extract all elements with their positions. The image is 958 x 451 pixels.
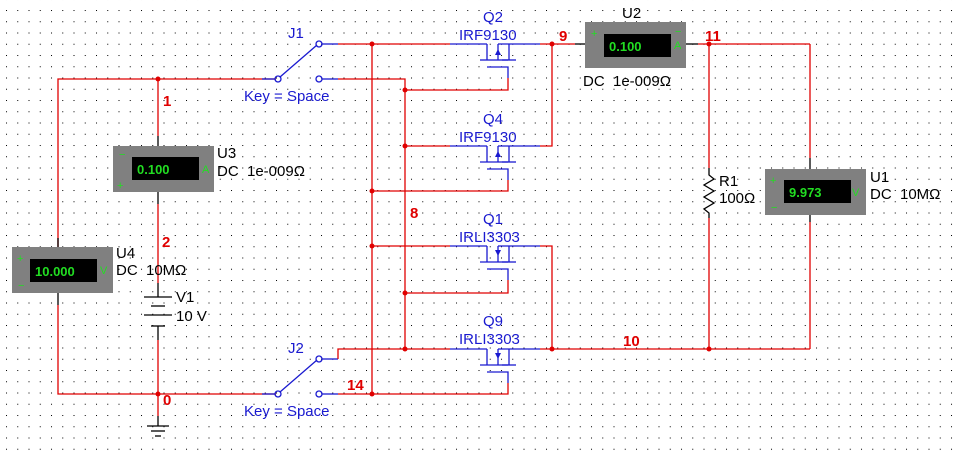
mosfet-q2[interactable] [450, 43, 540, 78]
meter-u4-unit-icon: V [100, 265, 108, 277]
battery-value: 10 V [176, 308, 207, 325]
switch-j1-key: Key = Space [244, 88, 329, 105]
mosfet-q2-ref: Q2 [483, 9, 503, 26]
wires-bridge [337, 43, 811, 395]
meter-u4-ref: U4 [116, 245, 135, 262]
mosfet-q4-ref: Q4 [483, 111, 503, 128]
resistor-r1[interactable] [702, 168, 716, 218]
meter-u1-unit-icon: V [852, 187, 860, 199]
switch-j1[interactable] [262, 40, 338, 83]
meter-u3-plus: + [117, 180, 123, 192]
mosfet-q9-model: IRLI3303 [459, 331, 520, 348]
battery-ref: V1 [176, 289, 194, 306]
mosfet-q2-model: IRF9130 [459, 27, 517, 44]
wires-left-loop [57, 78, 276, 426]
voltmeter-u1[interactable]: 9.973 + − V [765, 169, 866, 215]
junction-node-0 [155, 391, 161, 397]
meter-u3-unit-icon: A [202, 164, 210, 176]
node-label-0: 0 [163, 392, 171, 409]
meter-u3-minus: − [119, 149, 125, 161]
node-label-1: 1 [163, 93, 171, 110]
meter-u1-minus: − [771, 202, 777, 214]
meter-u4-mode: DC 10MΩ [116, 262, 186, 279]
meter-u3-ref: U3 [217, 145, 236, 162]
junction-dots [369, 41, 712, 397]
mosfet-q9[interactable] [450, 348, 540, 383]
meter-u2-plus: + [591, 28, 597, 40]
node-label-2: 2 [162, 234, 170, 251]
switch-j1-ref: J1 [288, 25, 304, 42]
switch-j2-ref: J2 [288, 340, 304, 357]
junction-node-1 [155, 76, 161, 82]
meter-u2-ref: U2 [622, 5, 641, 22]
ground-icon [147, 425, 169, 437]
meter-u2-mode: DC 1e-009Ω [583, 73, 671, 90]
mosfet-q1-model: IRLI3303 [459, 229, 520, 246]
meter-u4-minus: − [18, 280, 24, 292]
resistor-ref: R1 [719, 173, 738, 190]
meter-u2-reading: 0.100 [609, 39, 642, 54]
meter-u1-ref: U1 [870, 169, 889, 186]
meter-u4-reading: 10.000 [35, 264, 75, 279]
meter-u2-unit-icon: A [674, 40, 682, 52]
mosfet-q4[interactable] [450, 145, 540, 180]
node-label-8: 8 [410, 205, 418, 222]
meter-u3-mode: DC 1e-009Ω [217, 163, 305, 180]
mosfet-q1[interactable] [450, 245, 540, 280]
battery-v1[interactable] [144, 296, 172, 327]
switch-j2-key: Key = Space [244, 403, 329, 420]
meter-u1-reading: 9.973 [789, 185, 822, 200]
meter-u1-mode: DC 10MΩ [870, 186, 940, 203]
meter-u2-minus: − [675, 26, 681, 38]
resistor-value: 100Ω [719, 190, 755, 207]
node-label-9: 9 [559, 28, 567, 45]
switch-j2[interactable] [262, 355, 338, 398]
ammeter-u3[interactable]: 0.100 − + A [113, 146, 214, 192]
node-label-10: 10 [623, 333, 640, 350]
node-label-11: 11 [705, 28, 721, 45]
mosfet-q4-model: IRF9130 [459, 129, 517, 146]
node-label-14: 14 [347, 377, 364, 394]
voltmeter-u4[interactable]: 10.000 + − V [12, 247, 113, 293]
meter-u4-plus: + [17, 253, 23, 265]
meter-u1-plus: + [770, 175, 776, 187]
meter-u3-reading: 0.100 [137, 162, 170, 177]
mosfet-q9-ref: Q9 [483, 313, 503, 330]
ammeter-u2[interactable]: 0.100 + − A [585, 22, 686, 68]
mosfet-q1-ref: Q1 [483, 211, 503, 228]
